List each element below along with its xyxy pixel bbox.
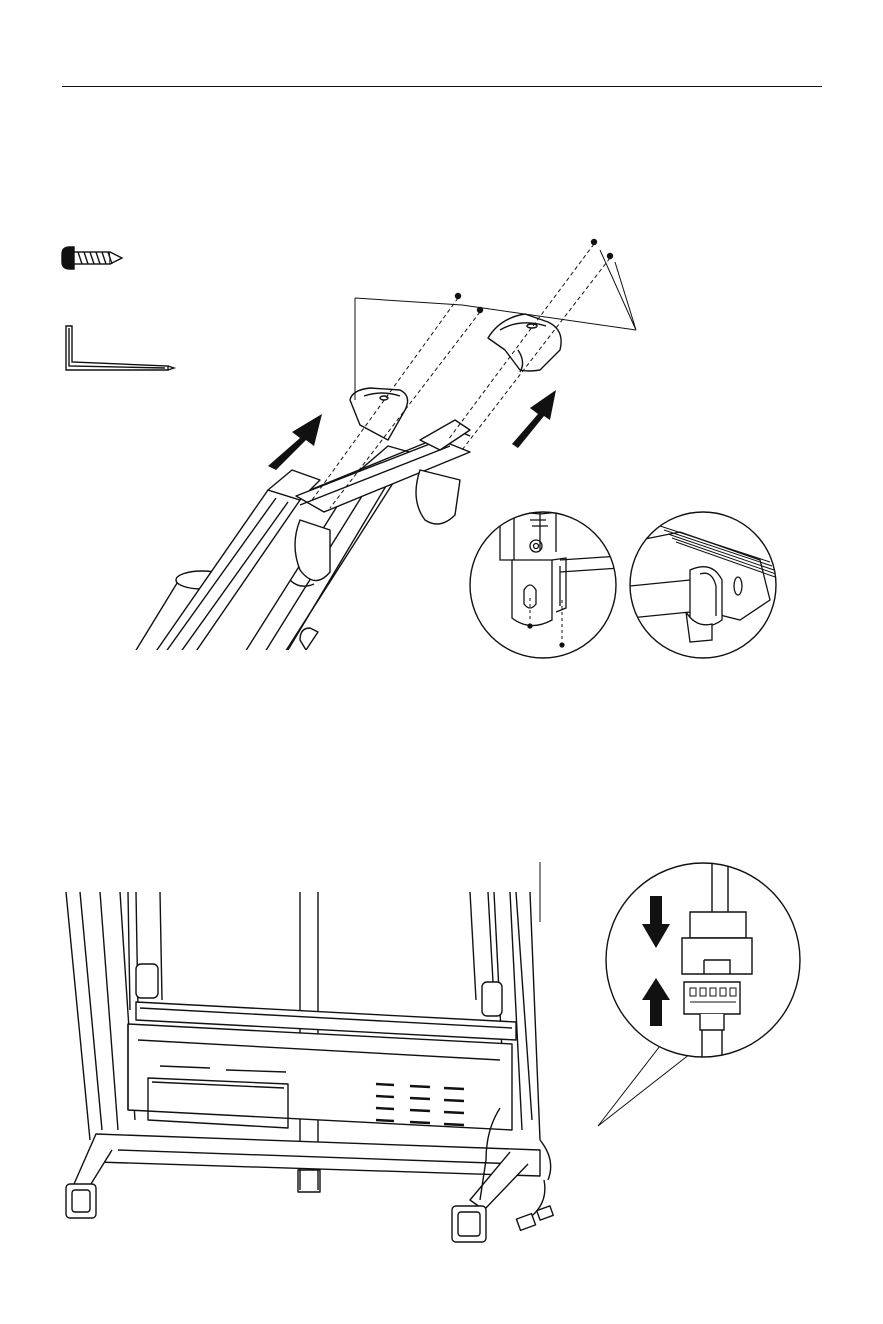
detail-callout-connector — [598, 860, 800, 1126]
detail-callout-cap-fit — [630, 512, 778, 658]
insert-arrow-right — [512, 390, 556, 448]
detail-callout-screw-bracket — [470, 512, 620, 658]
screw-icon — [62, 247, 122, 269]
insert-arrow-left — [268, 414, 322, 470]
console-cable-connection — [66, 862, 553, 1242]
allen-key-icon — [66, 326, 174, 370]
